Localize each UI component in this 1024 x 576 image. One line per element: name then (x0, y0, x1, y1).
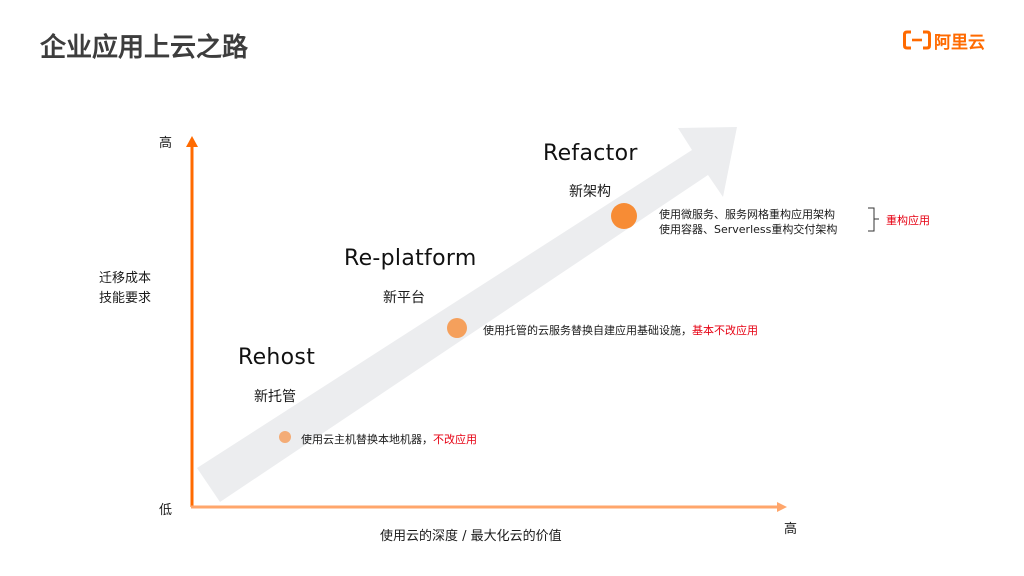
y-axis-high-label: 高 (159, 136, 173, 151)
stage-rehost-desc-text: 使用云主机替换本地机器， (301, 433, 433, 446)
logo-text: 阿里云 (934, 32, 985, 53)
stage-refactor-title: Refactor (543, 141, 638, 166)
y-axis-label-line2: 技能要求 (99, 291, 152, 306)
stage-rehost-title: Rehost (238, 345, 316, 370)
stage-replatform-title: Re-platform (344, 246, 477, 271)
page-title: 企业应用上云之路 (40, 33, 249, 63)
stage-refactor-subtitle: 新架构 (569, 184, 611, 200)
stage-refactor-desc-line1: 使用微服务、服务网格重构应用架构 (659, 208, 835, 221)
x-axis-label: 使用云的深度 / 最大化云的价值 (380, 529, 562, 544)
x-axis-arrowhead (777, 502, 787, 512)
stage-replatform-highlight: 基本不改应用 (692, 324, 758, 337)
stage-rehost-subtitle: 新托管 (254, 389, 296, 405)
stage-rehost-highlight: 不改应用 (433, 433, 477, 446)
trend-arrow (197, 127, 737, 502)
brand-logo: 阿里云 (903, 29, 985, 53)
stage-rehost-dot (279, 431, 291, 443)
stage-replatform-desc-text: 使用托管的云服务替换自建应用基础设施， (483, 324, 692, 337)
stage-replatform-dot (447, 318, 467, 338)
x-axis-high-label: 高 (784, 522, 798, 537)
aliyun-bracket-logo-icon (903, 30, 931, 50)
y-axis-label-line1: 迁移成本 (99, 271, 152, 286)
stage-replatform-subtitle: 新平台 (383, 290, 425, 306)
stage-refactor-desc-line2: 使用容器、Serverless重构交付架构 (659, 223, 838, 236)
stage-refactor-dot (611, 203, 637, 229)
stage-replatform-description: 使用托管的云服务替换自建应用基础设施，基本不改应用 (483, 322, 758, 338)
stage-refactor-highlight: 重构应用 (886, 214, 930, 227)
y-axis-low-label: 低 (159, 503, 173, 518)
y-axis-arrowhead (186, 136, 198, 147)
refactor-bracket (868, 207, 879, 232)
stage-rehost-description: 使用云主机替换本地机器，不改应用 (301, 431, 477, 447)
